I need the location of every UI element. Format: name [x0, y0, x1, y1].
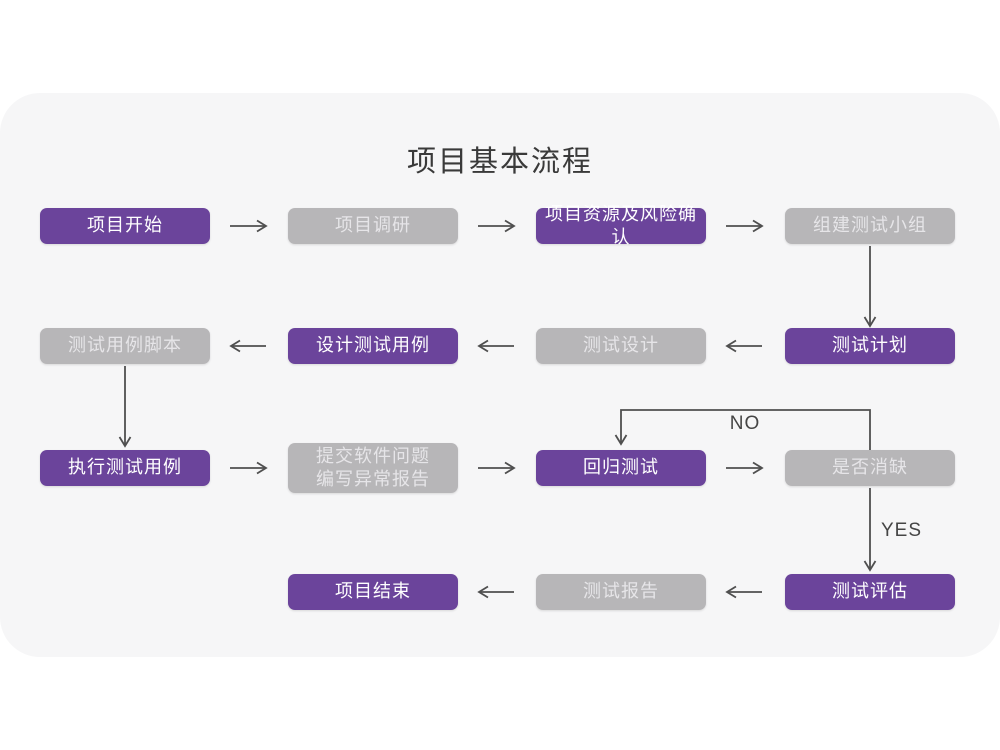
node-project-research: 项目调研: [288, 208, 458, 244]
node-label: 设计测试用例: [316, 335, 430, 356]
node-label: 项目开始: [87, 215, 163, 236]
node-design-test-case: 设计测试用例: [288, 328, 458, 364]
node-project-end: 项目结束: [288, 574, 458, 610]
node-label: 是否消缺: [832, 457, 908, 478]
node-label: 测试报告: [583, 581, 659, 602]
node-label: 回归测试: [583, 457, 659, 478]
flowchart-card: [0, 93, 1000, 657]
node-test-report: 测试报告: [536, 574, 706, 610]
no-branch-label: NO: [729, 413, 761, 434]
node-label: 测试计划: [832, 335, 908, 356]
node-label: 项目结束: [335, 581, 411, 602]
node-label: 测试评估: [832, 581, 908, 602]
node-label: 测试设计: [583, 335, 659, 356]
diagram-title: 项目基本流程: [406, 146, 593, 178]
arrow-no-loop: [614, 409, 871, 450]
node-label: 执行测试用例: [68, 457, 182, 478]
node-label: 组建测试小组: [813, 215, 927, 236]
node-label: 提交软件问题 编写异常报告: [316, 445, 430, 489]
node-label: 项目资源及风险确认: [545, 203, 697, 247]
node-label: 项目调研: [335, 215, 411, 236]
yes-branch-label: YES: [881, 520, 923, 541]
node-test-design: 测试设计: [536, 328, 706, 364]
node-test-plan: 测试计划: [785, 328, 955, 364]
node-execute-test-case: 执行测试用例: [40, 450, 210, 486]
node-defect-resolved: 是否消缺: [785, 450, 955, 486]
node-submit-issue-report: 提交软件问题 编写异常报告: [288, 443, 458, 493]
node-build-test-team: 组建测试小组: [785, 208, 955, 244]
node-project-start: 项目开始: [40, 208, 210, 244]
node-test-evaluation: 测试评估: [785, 574, 955, 610]
node-regression-test: 回归测试: [536, 450, 706, 486]
node-label: 测试用例脚本: [68, 335, 182, 356]
node-resources-risk-confirm: 项目资源及风险确认: [536, 204, 706, 247]
node-test-case-script: 测试用例脚本: [40, 328, 210, 364]
